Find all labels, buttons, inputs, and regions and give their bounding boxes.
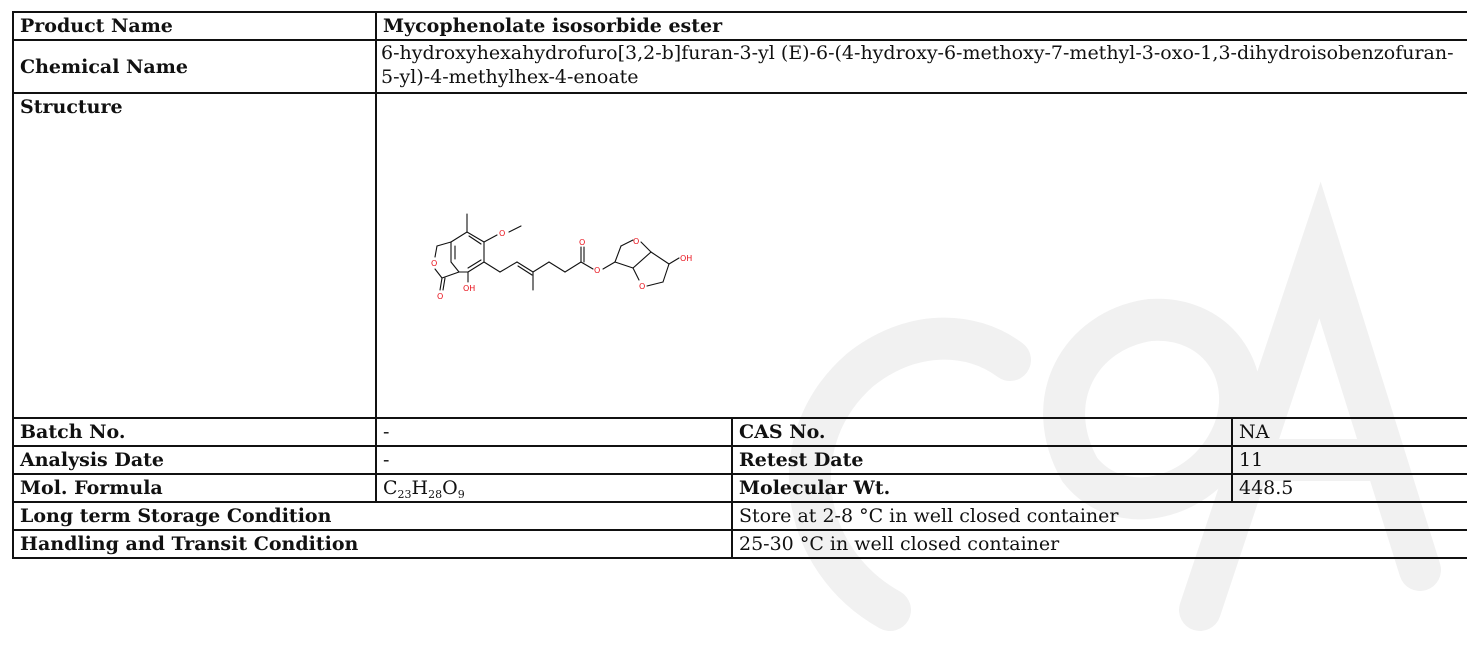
atom-furan-oxygen-bottom: O [639,282,645,291]
cas-no-value: NA [1230,417,1467,447]
formula-c-count: 23 [397,488,412,501]
mol-formula-label: Mol. Formula [12,473,377,503]
chemical-name-value: 6-hydroxyhexahydrofuro[3,2-b]furan-3-yl … [374,39,1467,94]
atom-ester-oxygen: O [594,266,600,275]
row-product-name: Product Name Mycophenolate isosorbide es… [12,11,1467,41]
atom-hydroxy-left: OH [463,284,475,293]
handling-condition-label: Handling and Transit Condition [12,529,733,559]
retest-date-label: Retest Date [731,445,1233,475]
product-name-label: Product Name [12,11,377,41]
batch-no-value: - [375,417,733,447]
batch-no-label: Batch No. [12,417,377,447]
chemical-name-label: Chemical Name [12,39,377,94]
handling-condition-value: 25-30 °C in well closed container [730,529,1467,559]
formula-h: H [411,477,429,499]
structure-cell: O O O OH O O O O OH [374,92,1467,419]
storage-condition-value: Store at 2-8 °C in well closed container [730,501,1467,531]
atom-methoxy-oxygen: O [499,229,505,238]
formula-o: O [442,477,458,499]
molecular-wt-label: Molecular Wt. [731,473,1233,503]
atom-hydroxy-right: OH [680,254,692,263]
atom-ester-carbonyl-oxygen: O [579,238,585,247]
retest-date-value: 11 [1230,445,1467,475]
coa-table: Product Name Mycophenolate isosorbide es… [12,11,1467,559]
atom-carbonyl-oxygen: O [437,292,443,301]
mol-formula-value: C23H28O9 [375,473,733,503]
row-batch-cas: Batch No. - CAS No. NA [12,417,1467,447]
analysis-date-label: Analysis Date [12,445,377,475]
atom-ring-oxygen: O [431,259,437,268]
formula-o-count: 9 [457,488,465,501]
atom-furan-oxygen-top: O [633,237,639,246]
storage-condition-label: Long term Storage Condition [12,501,733,531]
structure-label: Structure [12,92,377,419]
formula-c: C [383,477,398,499]
product-name-value: Mycophenolate isosorbide ester [374,11,1467,41]
row-handling: Handling and Transit Condition 25-30 °C … [12,529,1467,559]
cas-no-label: CAS No. [731,417,1233,447]
row-chemical-name: Chemical Name 6-hydroxyhexahydrofuro[3,2… [12,39,1467,94]
chemical-structure-diagram: O O O OH O O O O OH [431,213,692,301]
row-storage: Long term Storage Condition Store at 2-8… [12,501,1467,531]
molecular-wt-value: 448.5 [1230,473,1467,503]
formula-h-count: 28 [428,488,443,501]
row-structure: Structure [12,92,1467,419]
row-formula-weight: Mol. Formula C23H28O9 Molecular Wt. 448.… [12,473,1467,503]
row-analysis-retest: Analysis Date - Retest Date 11 [12,445,1467,475]
analysis-date-value: - [375,445,733,475]
